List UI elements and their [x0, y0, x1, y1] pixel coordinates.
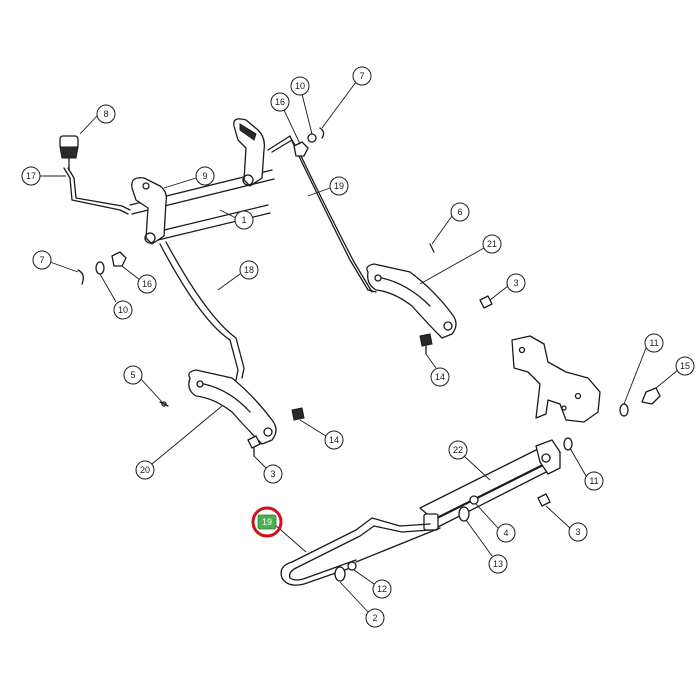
lower-u-rod-part	[280, 517, 441, 586]
svg-text:16: 16	[275, 97, 285, 107]
callout-12: 12	[353, 569, 392, 599]
callout-4: 4	[475, 503, 516, 543]
callout-11-bottom: 11	[569, 447, 604, 491]
callout-7-top: 7	[321, 66, 372, 129]
callout-6: 6	[431, 202, 470, 245]
callout-17: 17	[21, 166, 66, 186]
rear-bracket-part	[511, 335, 601, 423]
svg-text:9: 9	[202, 171, 207, 181]
callout-10-left: 10	[99, 273, 133, 320]
left-lift-plate-part	[131, 177, 168, 245]
callout-21: 21	[419, 234, 502, 285]
callout-10-top: 10	[290, 76, 313, 135]
callout-19-lower-highlighted[interactable]: 19	[251, 506, 307, 553]
callout-5: 5	[123, 365, 163, 403]
callout-22: 22	[448, 440, 491, 481]
callout-3-left: 3	[253, 455, 283, 484]
hardware-group	[77, 127, 661, 582]
bracket-arm-20-part	[188, 369, 277, 445]
svg-text:4: 4	[503, 528, 508, 538]
svg-text:12: 12	[377, 584, 387, 594]
callout-3-right: 3	[489, 273, 526, 301]
svg-text:1: 1	[241, 215, 246, 225]
shift-rod-part	[63, 167, 131, 215]
callout-18: 18	[217, 260, 259, 291]
svg-text:19: 19	[262, 517, 272, 527]
callout-3-lower: 3	[545, 505, 588, 542]
svg-text:20: 20	[140, 465, 150, 475]
svg-text:5: 5	[130, 370, 135, 380]
bracket-arm-21-part	[366, 263, 457, 339]
svg-text:14: 14	[329, 435, 339, 445]
right-lift-plate-part	[233, 118, 266, 187]
callout-20: 20	[135, 405, 223, 480]
callout-16-left: 16	[121, 265, 157, 294]
svg-text:3: 3	[575, 527, 580, 537]
callout-7-left: 7	[32, 250, 79, 273]
link-rod-18-part	[159, 241, 245, 381]
callouts: 8 10 16 7 17 9	[21, 66, 695, 628]
callout-11-top: 11	[623, 333, 664, 405]
callout-14-mid: 14	[425, 353, 450, 387]
svg-text:19: 19	[334, 181, 344, 191]
knob-part	[59, 135, 79, 171]
svg-text:11: 11	[649, 338, 658, 348]
svg-text:21: 21	[487, 239, 497, 249]
svg-text:17: 17	[26, 171, 36, 181]
svg-text:8: 8	[103, 109, 108, 119]
callout-15: 15	[655, 356, 695, 389]
svg-text:7: 7	[39, 255, 44, 265]
callout-13: 13	[465, 519, 508, 574]
svg-text:2: 2	[372, 613, 377, 623]
svg-text:22: 22	[453, 445, 463, 455]
svg-text:15: 15	[680, 361, 690, 371]
callout-14-left: 14	[299, 419, 344, 450]
svg-text:10: 10	[295, 81, 305, 91]
part-drawings	[59, 118, 661, 586]
callout-19-upper: 19	[307, 176, 349, 197]
svg-text:16: 16	[142, 279, 152, 289]
svg-text:10: 10	[118, 305, 128, 315]
callout-8: 8	[79, 104, 116, 135]
link-rod-19-upper-part	[267, 135, 373, 293]
svg-text:3: 3	[270, 469, 275, 479]
svg-text:14: 14	[435, 372, 445, 382]
callout-9: 9	[163, 166, 215, 189]
svg-text:13: 13	[493, 559, 503, 569]
svg-text:6: 6	[457, 207, 462, 217]
svg-text:11: 11	[589, 476, 598, 486]
callout-2: 2	[339, 581, 385, 628]
callout-16-top: 16	[270, 92, 301, 145]
callout-1: 1	[219, 209, 254, 230]
pivot-tube-22-part	[419, 439, 561, 531]
svg-text:7: 7	[359, 71, 364, 81]
svg-text:18: 18	[244, 265, 254, 275]
svg-text:3: 3	[513, 278, 518, 288]
